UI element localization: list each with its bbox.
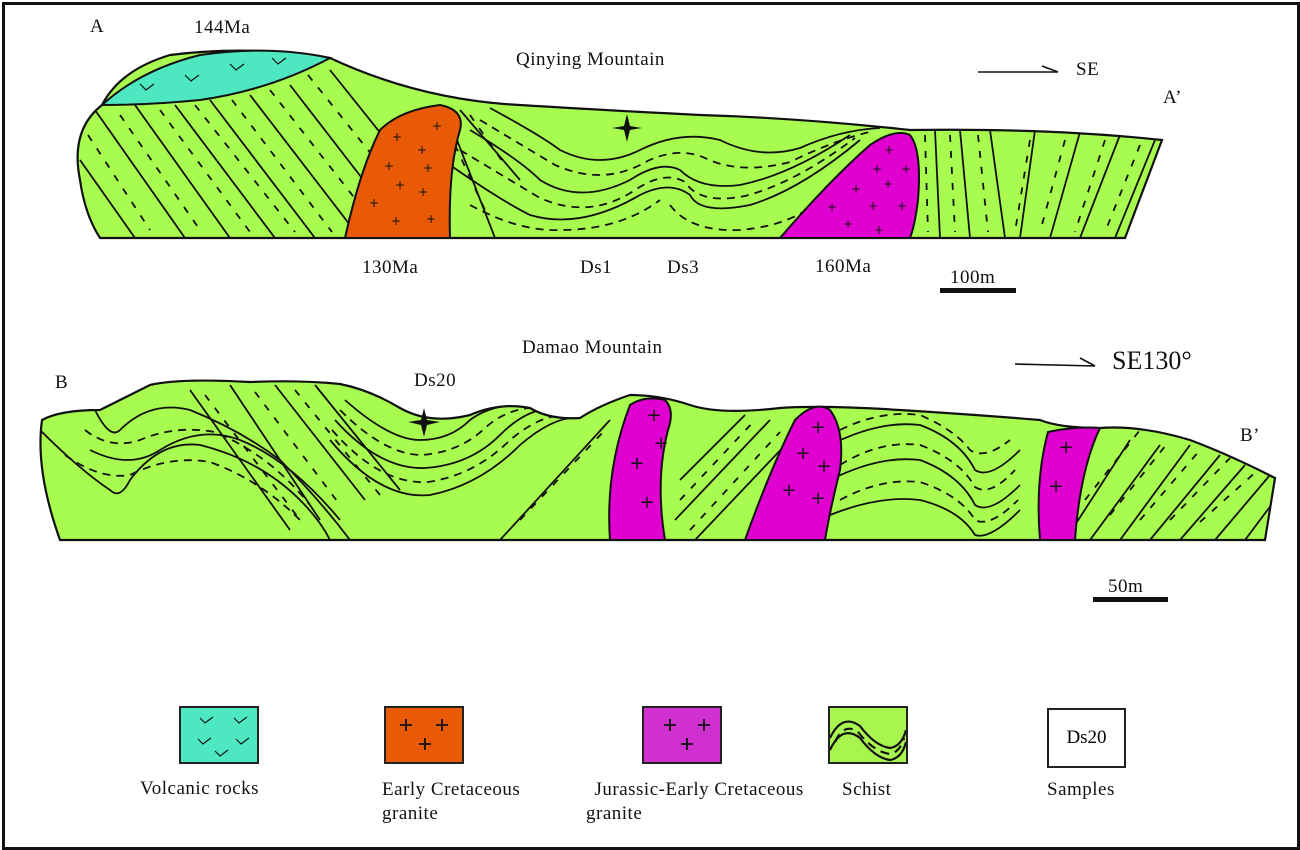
section-b-start-label: B: [55, 372, 69, 393]
svg-text:+: +: [851, 182, 861, 196]
svg-text:+: +: [423, 161, 433, 175]
volcanic-unit-a: [99, 49, 333, 107]
svg-text:+: +: [810, 417, 825, 438]
section-a-title: Qinying Mountain: [516, 49, 665, 70]
svg-text:+: +: [816, 456, 831, 477]
v-pattern-icon: [197, 716, 250, 757]
scale-bar-b: [1093, 597, 1168, 602]
svg-text:+: +: [653, 433, 668, 454]
legend-label-jurassic-granite: Jurassic-Early Cretaceous granite: [586, 779, 804, 824]
age-label-volcanic: 144Ma: [194, 17, 251, 38]
section-a-end-label: A’: [1163, 87, 1182, 108]
sample-star-icon: [408, 408, 440, 437]
svg-text:+: +: [1048, 476, 1063, 497]
jurassic-granite-b1: [608, 397, 672, 541]
legend-swatch-early-cretaceous-granite: [384, 706, 464, 764]
scale-label-b: 50m: [1108, 576, 1144, 597]
legend-label-early-cretaceous-granite: Early Cretaceous granite: [382, 779, 521, 824]
svg-text:+: +: [874, 223, 884, 237]
age-label-early-cretaceous: 130Ma: [362, 257, 419, 278]
svg-text:+: +: [417, 143, 427, 157]
legend-swatch-schist: [828, 706, 908, 764]
svg-text:+: +: [872, 162, 882, 176]
folded-layers-icon: [829, 720, 908, 762]
svg-text:+: +: [810, 488, 825, 509]
jurassic-granite-a: [777, 132, 920, 239]
svg-text:+: +: [369, 196, 379, 210]
section-a: +++ +++ ++++ +++ +++ ++++: [76, 49, 1164, 240]
svg-text:+: +: [629, 453, 644, 474]
sample-label-ds20: Ds20: [414, 370, 457, 391]
early-cretaceous-granite-a: [343, 103, 462, 239]
legend-swatch-samples: Ds20: [1047, 708, 1126, 768]
sample-label-ds1: Ds1: [580, 257, 613, 278]
section-b-end-label: B’: [1240, 425, 1260, 446]
section-b: ++++ +++++ ++: [39, 379, 1277, 542]
legend-sample-text: Ds20: [1066, 727, 1107, 748]
age-label-jurassic: 160Ma: [815, 256, 872, 277]
svg-text:+: +: [1058, 437, 1073, 458]
direction-label-a: SE: [1076, 59, 1100, 80]
sample-label-ds3: Ds3: [667, 257, 700, 278]
svg-text:+: +: [843, 217, 853, 231]
svg-text:+: +: [827, 200, 837, 214]
svg-text:+: +: [883, 177, 893, 191]
svg-text:+: +: [639, 492, 654, 513]
scale-bar-a: [940, 288, 1016, 293]
legend-label-volcanic: Volcanic rocks: [140, 778, 260, 799]
jurassic-granite-b3: [1037, 426, 1102, 541]
legend-swatch-volcanic: [179, 706, 259, 764]
svg-text:+: +: [897, 199, 907, 213]
svg-text:+: +: [795, 443, 810, 464]
svg-text:+: +: [432, 119, 442, 133]
svg-text:+: +: [391, 214, 401, 228]
svg-text:+: +: [781, 480, 796, 501]
cross-pattern-icon: [400, 719, 448, 750]
svg-text:+: +: [884, 143, 894, 157]
direction-arrow-a: [978, 65, 1059, 73]
direction-label-b: SE130°: [1112, 346, 1192, 375]
legend-swatch-jurassic-granite: [642, 706, 722, 764]
sample-star-icon: [612, 114, 642, 142]
scale-label-a: 100m: [950, 267, 996, 288]
svg-text:+: +: [901, 162, 911, 176]
cross-pattern-icon: [664, 719, 710, 750]
svg-text:+: +: [868, 199, 878, 213]
section-a-start-label: A: [90, 16, 105, 37]
svg-text:+: +: [395, 178, 405, 192]
svg-text:+: +: [646, 405, 661, 426]
svg-text:+: +: [418, 185, 428, 199]
jurassic-granite-b2: [743, 405, 843, 541]
svg-text:+: +: [392, 130, 402, 144]
legend-label-schist: Schist: [842, 779, 892, 800]
section-b-title: Damao Mountain: [522, 337, 663, 358]
legend-label-samples: Samples: [1047, 779, 1115, 800]
direction-arrow-b: [1014, 357, 1096, 367]
svg-text:+: +: [426, 212, 436, 226]
svg-text:+: +: [384, 159, 394, 173]
